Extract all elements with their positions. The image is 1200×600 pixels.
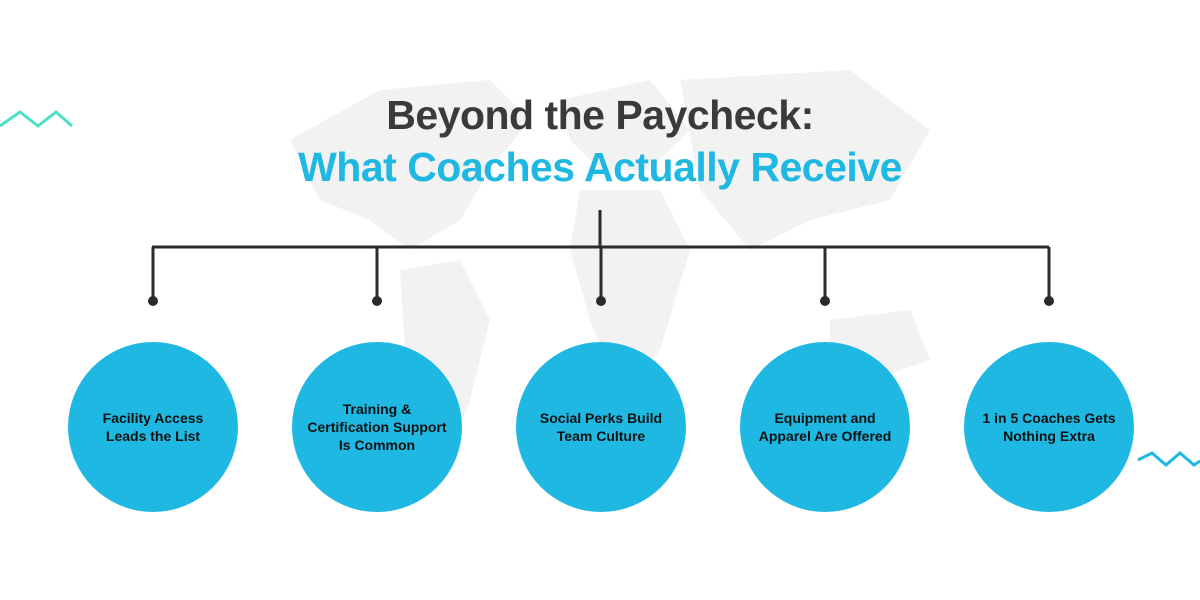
title-line-2: What Coaches Actually Receive: [298, 144, 902, 190]
world-map-background: [290, 70, 930, 480]
benefit-label: Equipment and Apparel Are Offered: [758, 410, 892, 444]
benefit-circle-2: Training & Certification Support Is Comm…: [292, 342, 462, 512]
node-dot: [820, 296, 830, 306]
benefit-label: Training & Certification Support Is Comm…: [307, 401, 447, 453]
node-dot: [372, 296, 382, 306]
benefit-label: Social Perks Build Team Culture: [539, 410, 663, 444]
node-dot: [596, 296, 606, 306]
node-dot: [1044, 296, 1054, 306]
zigzag-right: [1137, 451, 1200, 467]
benefit-circle-3: Social Perks Build Team Culture: [516, 342, 686, 512]
node-dot: [148, 296, 158, 306]
benefit-circle-4: Equipment and Apparel Are Offered: [740, 342, 910, 512]
benefit-label: 1 in 5 Coaches Gets Nothing Extra: [982, 410, 1116, 444]
benefit-circle-1: Facility Access Leads the List: [68, 342, 238, 512]
zigzag-left: [0, 110, 73, 128]
title-line-1: Beyond the Paycheck:: [386, 92, 814, 138]
benefit-circle-5: 1 in 5 Coaches Gets Nothing Extra: [964, 342, 1134, 512]
benefit-label: Facility Access Leads the List: [102, 410, 204, 444]
